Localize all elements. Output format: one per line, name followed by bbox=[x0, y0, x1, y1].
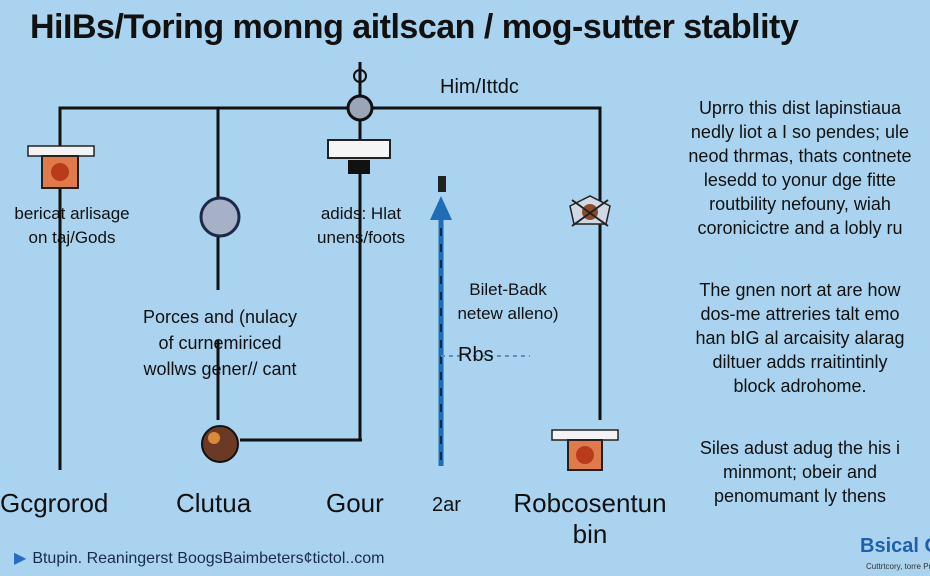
middle-node-label-line2: of curnemiriced bbox=[158, 333, 282, 353]
paragraph-2-line2: dos-me attreries talt emo bbox=[700, 304, 900, 324]
paragraph-3-line2: minmont; obeir and bbox=[722, 462, 878, 482]
paragraph-2-line5: block adrohome. bbox=[733, 376, 867, 396]
footer-text: Btupin. Reaningerst BoogsBaimbeters¢tict… bbox=[32, 550, 385, 567]
left-node-label-line2: on taj/Gods bbox=[28, 228, 116, 247]
brand-tagline: Cuttrtcory, torre Pro bbox=[866, 562, 930, 571]
middle-node-label-line3: wollws gener// cant bbox=[143, 359, 297, 379]
bottom-ball-node bbox=[201, 425, 239, 463]
center-node-label-line2: unens/foots bbox=[317, 228, 405, 247]
paragraph-1-line3: neod thrmas, thats contnete bbox=[688, 146, 912, 166]
top-label: Him/Ittdc bbox=[440, 76, 519, 98]
paragraph-3-line1: Siles adust adug the his i bbox=[699, 438, 901, 458]
paragraph-1-line2: nedly liot a I so pendes; ule bbox=[690, 122, 910, 142]
paragraph-1-line1: Uprro this dist lapinstiaua bbox=[698, 98, 902, 118]
center-device-icon bbox=[327, 139, 391, 174]
ring-node bbox=[199, 196, 241, 238]
bottom-label-col5: Robcosentun bin bbox=[508, 488, 672, 550]
bottom-label-col4: 2ar bbox=[432, 494, 461, 516]
bottom-label-col2: Clutua bbox=[176, 488, 252, 518]
paragraph-3-line3: penomumant ly thens bbox=[713, 486, 887, 506]
play-icon: ▶ bbox=[14, 550, 27, 567]
left-device-icon bbox=[27, 145, 95, 189]
bottom-label-col5-line2: bin bbox=[572, 519, 608, 549]
paragraph-1: Uprro this dist lapinstiaua nedly liot a… bbox=[670, 96, 930, 240]
paragraph-2-line4: diltuer adds rraitintinly bbox=[712, 352, 888, 372]
paragraph-1-line5: routbility nefouny, wiah bbox=[709, 194, 891, 214]
right-device-icon bbox=[551, 429, 619, 471]
arrow-tick-label: Rbs bbox=[458, 344, 494, 366]
brand-logo: Bsical Gu bbox=[860, 535, 930, 557]
middle-node-label-line1: Porces and (nulacy bbox=[142, 307, 298, 327]
paragraph-2-line3: han bIG al arcaisity alarag bbox=[695, 328, 905, 348]
middle-node-label: Porces and (nulacy of curnemiriced wollw… bbox=[120, 304, 320, 382]
paragraph-3: Siles adust adug the his i minmont; obei… bbox=[670, 436, 930, 508]
left-node-label: bericat arlisage on taj/Gods bbox=[2, 202, 142, 250]
left-node-label-line1: bericat arlisage bbox=[14, 204, 130, 223]
bottom-label-col5-line1: Robcosentun bbox=[513, 488, 667, 518]
arrow-label-line2: netew alleno) bbox=[457, 304, 559, 323]
paragraph-2: The gnen nort at are how dos-me attrerie… bbox=[670, 278, 930, 398]
paragraph-2-line1: The gnen nort at are how bbox=[699, 280, 901, 300]
center-node-label: adids: Hlat unens/foots bbox=[296, 202, 426, 250]
bottom-label-col1: Gcgrorod bbox=[0, 488, 109, 518]
bottom-label-col3: Gour bbox=[326, 488, 384, 518]
top-joint-node bbox=[346, 94, 374, 122]
arrow-top-marker bbox=[438, 176, 446, 192]
right-node-icon bbox=[569, 195, 611, 227]
page-title: HiIBs/Toring monng aitlscan / mog-sutter… bbox=[30, 8, 799, 46]
antenna-icon bbox=[353, 62, 367, 96]
center-node-label-line1: adids: Hlat bbox=[320, 204, 402, 223]
paragraph-1-line6: coronicictre and a lobly ru bbox=[697, 218, 903, 238]
footer-link[interactable]: ▶ Btupin. Reaningerst BoogsBaimbeters¢tic… bbox=[14, 548, 385, 568]
blue-arrow-head bbox=[430, 196, 452, 220]
top-bus-line bbox=[58, 106, 602, 420]
arrow-label-line1: Bilet-Badk bbox=[469, 280, 547, 299]
paragraph-1-line4: lesedd to yonur dge fitte bbox=[703, 170, 897, 190]
arrow-label: Bilet-Badk netew alleno) bbox=[448, 278, 568, 326]
